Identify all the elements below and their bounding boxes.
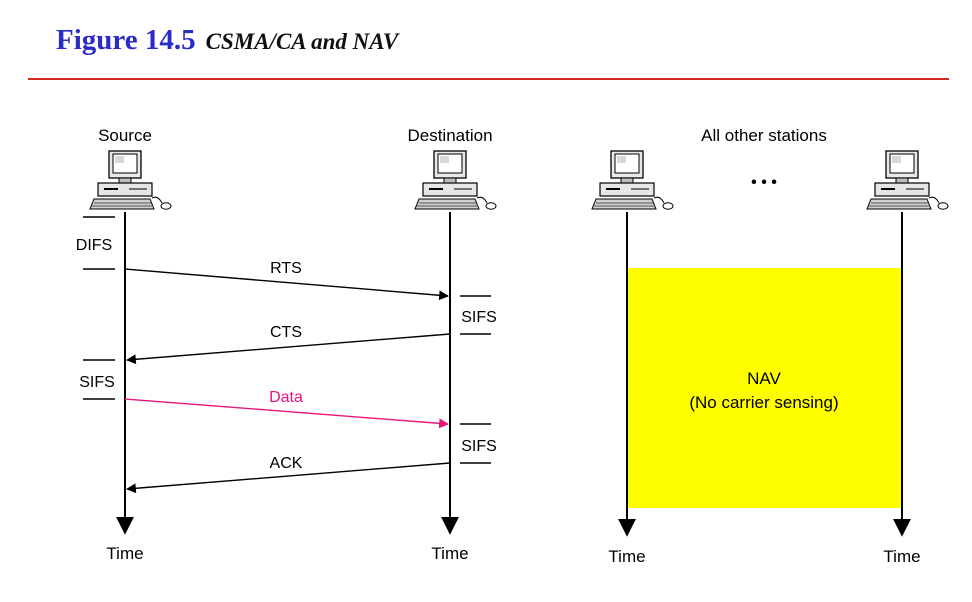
sifs-label: SIFS [79,374,115,391]
time-label: Time [883,547,920,566]
cts-arrow [126,333,451,365]
rts-label: RTS [270,260,302,277]
sifs-label: SIFS [461,309,497,326]
figure-number: Figure 14.5 [56,24,196,56]
destination-computer-icon [414,150,497,211]
nav-label: NAV [747,369,781,388]
destination-label: Destination [407,126,492,145]
difs-label: DIFS [76,237,112,254]
ellipsis: • • • [751,174,777,191]
data-arrow [124,398,449,429]
time-label: Time [431,544,468,563]
cts-label: CTS [270,324,302,341]
nav-sublabel: (No carrier sensing) [689,393,838,412]
rts-arrow [124,268,449,301]
nav-box [627,268,902,508]
ack-arrow [126,462,451,494]
figure-caption: CSMA/CA and NAV [205,29,399,54]
figure-title: Figure 14.5 CSMA/CA and NAV [56,24,398,57]
data-label: Data [269,389,303,406]
ack-label: ACK [270,455,303,472]
sifs-label: SIFS [461,438,497,455]
other-station-computer-icon [866,150,949,211]
other-stations-label: All other stations [701,126,827,145]
other-station-computer-icon [591,150,674,211]
time-label: Time [106,544,143,563]
title-rule [28,78,949,80]
source-computer-icon [89,150,172,211]
source-label: Source [98,126,152,145]
time-label: Time [608,547,645,566]
